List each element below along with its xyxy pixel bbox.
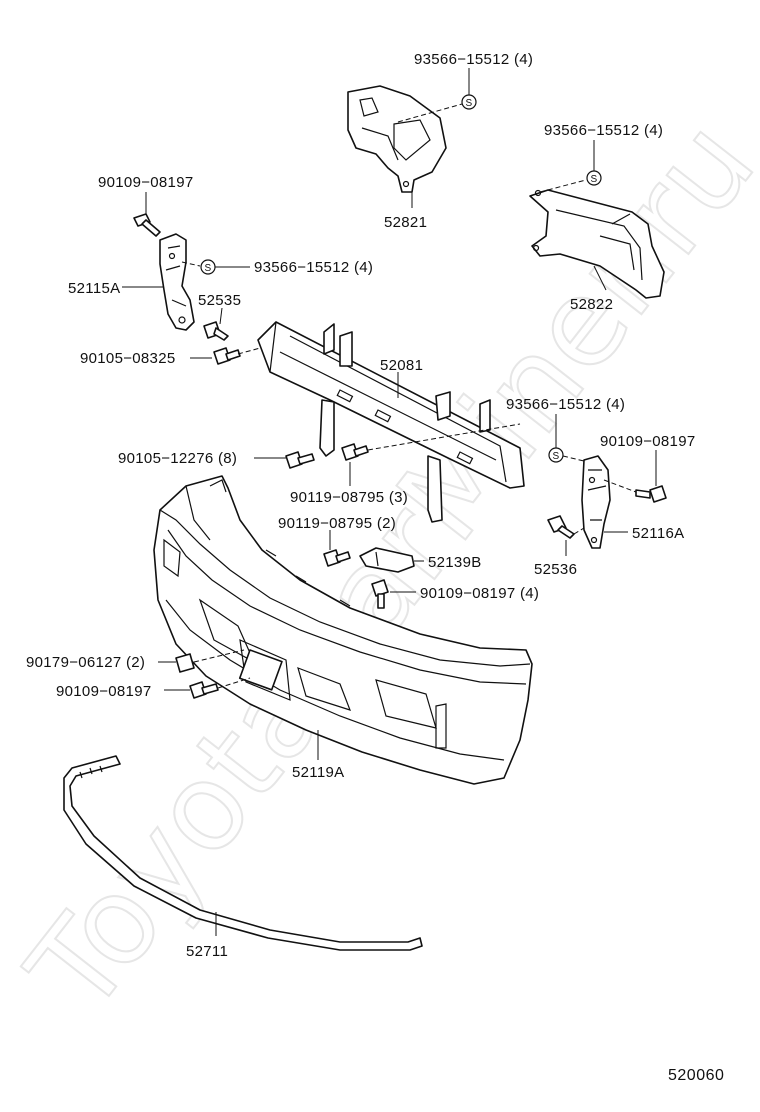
dash-left-clip bbox=[181, 261, 201, 267]
label-90179: 90179−06127 (2) bbox=[26, 654, 145, 671]
bolt-90119-3[interactable] bbox=[341, 443, 369, 461]
bolt-90109-c[interactable] bbox=[371, 579, 389, 609]
clip-s-left[interactable]: S bbox=[200, 259, 216, 275]
leader-52822 bbox=[593, 265, 607, 291]
label-52139B: 52139B bbox=[428, 554, 482, 571]
label-clip-left: 93566−15512 (4) bbox=[254, 259, 373, 276]
label-clip-top2: 93566−15512 (4) bbox=[544, 122, 663, 139]
label-bolt-90109-a: 90109−08197 bbox=[98, 174, 193, 191]
nut-90179-06127[interactable] bbox=[175, 653, 195, 673]
dash-52821 bbox=[397, 103, 463, 123]
leader-52535 bbox=[219, 307, 223, 325]
bolt-90109-a[interactable] bbox=[133, 213, 161, 237]
s-symbol: S bbox=[205, 263, 212, 274]
bolt-90109-b[interactable] bbox=[635, 485, 667, 503]
reinforcement-52081[interactable] bbox=[257, 321, 525, 523]
label-90105-08325: 90105−08325 bbox=[80, 350, 175, 367]
bolt-90119-2[interactable] bbox=[323, 549, 351, 567]
clip-s-right[interactable]: S bbox=[548, 447, 564, 463]
s-symbol: S bbox=[591, 174, 598, 185]
dash-long-right bbox=[367, 423, 521, 451]
bolt-90105-12276[interactable] bbox=[285, 451, 315, 469]
bolt-90105-08325[interactable] bbox=[213, 347, 241, 365]
label-52822: 52822 bbox=[570, 296, 613, 313]
clip-s-top2[interactable]: S bbox=[586, 170, 602, 186]
label-52116A: 52116A bbox=[632, 525, 684, 542]
dash-clip-right bbox=[562, 455, 589, 463]
label-52821: 52821 bbox=[384, 214, 427, 231]
bolt-52536[interactable] bbox=[547, 515, 575, 539]
label-bolt-90109-b: 90109−08197 bbox=[600, 433, 695, 450]
label-52119A: 52119A bbox=[292, 764, 344, 781]
label-clip-top1: 93566−15512 (4) bbox=[414, 51, 533, 68]
label-52115A: 52115A bbox=[68, 280, 120, 297]
figure-number: 520060 bbox=[668, 1067, 724, 1084]
dash-90179 bbox=[193, 649, 245, 663]
bracket-52115A[interactable] bbox=[159, 233, 195, 331]
label-bolt-90109-c: 90109−08197 (4) bbox=[420, 585, 539, 602]
label-52535: 52535 bbox=[198, 292, 241, 309]
bracket-52116A[interactable] bbox=[581, 455, 611, 549]
label-clip-right: 93566−15512 (4) bbox=[506, 396, 625, 413]
label-52711: 52711 bbox=[186, 943, 228, 960]
bracket-52822[interactable] bbox=[529, 189, 665, 299]
dash-90109-b bbox=[603, 479, 637, 493]
bracket-52821[interactable] bbox=[347, 85, 447, 193]
molding-52711[interactable] bbox=[63, 755, 423, 951]
label-90105-12276: 90105−12276 (8) bbox=[118, 450, 237, 467]
bracket-52139B[interactable] bbox=[359, 547, 415, 573]
bolt-90109-d[interactable] bbox=[189, 681, 219, 699]
label-bolt-90109-d: 90109−08197 bbox=[56, 683, 151, 700]
bolt-52535[interactable] bbox=[203, 321, 229, 341]
s-symbol: S bbox=[466, 98, 473, 109]
clip-s-top1[interactable]: S bbox=[461, 94, 477, 110]
label-90119-3: 90119−08795 (3) bbox=[290, 489, 408, 506]
dash-90109-d bbox=[217, 677, 251, 689]
dash-52536 bbox=[573, 527, 585, 535]
bumper-cover-52119A[interactable] bbox=[153, 475, 533, 785]
label-52536: 52536 bbox=[534, 561, 577, 578]
label-90119-2: 90119−08795 (2) bbox=[278, 515, 396, 532]
label-52081: 52081 bbox=[380, 357, 423, 374]
s-symbol: S bbox=[553, 451, 560, 462]
